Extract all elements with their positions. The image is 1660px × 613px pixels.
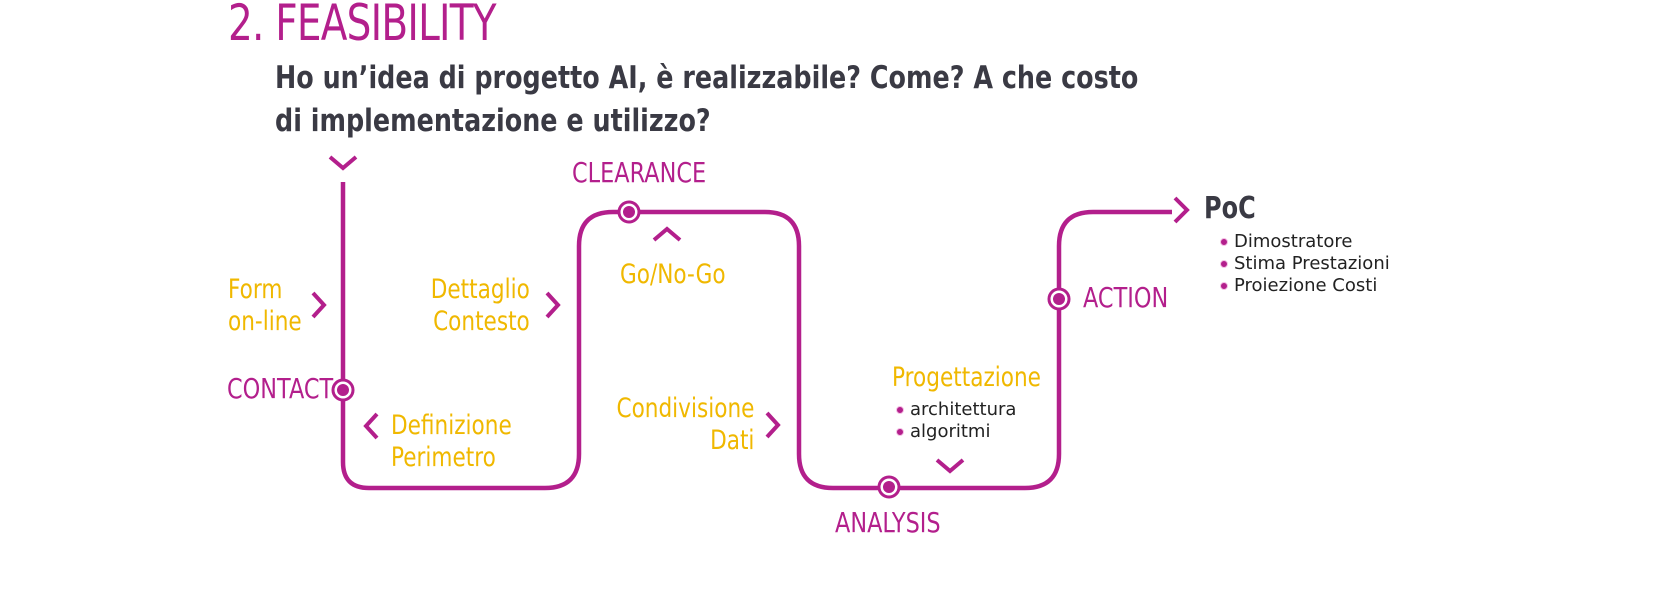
bullet-icon xyxy=(1220,282,1228,290)
progettazione-list: architettura algoritmi xyxy=(896,399,1016,443)
contact-node xyxy=(331,378,355,402)
stage-clearance: CLEARANCE xyxy=(572,156,707,189)
list-item: Proiezione Costi xyxy=(1220,275,1390,297)
bullet-icon xyxy=(896,406,904,414)
chevron-right-icon xyxy=(545,291,561,319)
chevron-up-icon xyxy=(652,226,682,242)
chevron-left-icon xyxy=(363,412,379,440)
step-go-no-go: Go/No-Go xyxy=(620,259,726,290)
page-title: 2. FEASIBILITY xyxy=(228,0,497,52)
analysis-node xyxy=(877,475,901,499)
bullet-icon xyxy=(1220,260,1228,268)
list-item: algoritmi xyxy=(896,421,1016,443)
stage-action: ACTION xyxy=(1083,281,1169,314)
chevron-right-icon xyxy=(311,291,327,319)
bullet-icon xyxy=(896,428,904,436)
bullet-icon xyxy=(1220,238,1228,246)
stage-contact: CONTACT xyxy=(227,372,334,405)
stage-analysis: ANALYSIS xyxy=(835,506,941,539)
list-item: architettura xyxy=(896,399,1016,421)
list-item: Dimostratore xyxy=(1220,231,1390,253)
chevron-down-icon xyxy=(935,458,965,474)
poc-list: Dimostratore Stima Prestazioni Proiezion… xyxy=(1220,231,1390,297)
chevron-right-icon xyxy=(1173,196,1190,224)
stage-poc: PoC xyxy=(1204,191,1256,226)
clearance-node xyxy=(617,200,641,224)
action-node xyxy=(1047,287,1071,311)
step-progettazione: Progettazione xyxy=(892,362,1041,393)
chevron-right-icon xyxy=(765,411,781,439)
chevron-down-icon xyxy=(328,155,358,171)
flow-line xyxy=(340,182,1172,491)
page-subtitle: Ho un’idea di progetto AI, è realizzabil… xyxy=(275,60,1139,139)
list-item: Stima Prestazioni xyxy=(1220,253,1390,275)
